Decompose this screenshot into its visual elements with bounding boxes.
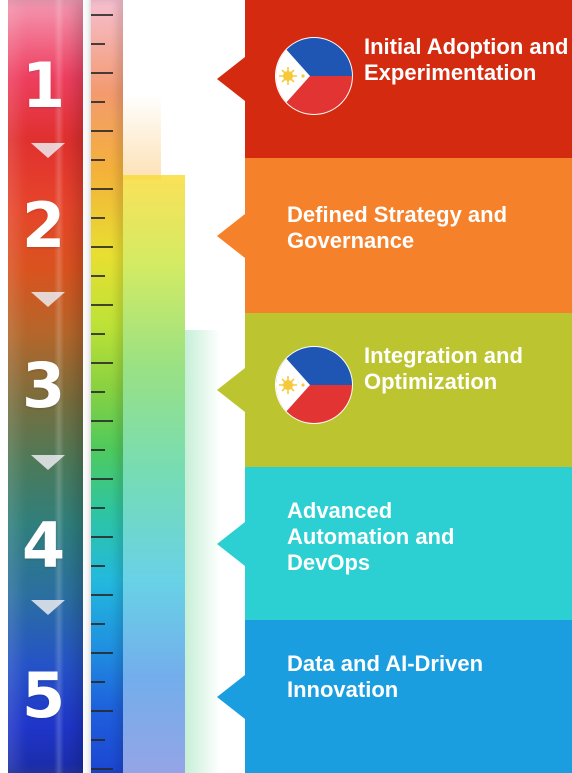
- gauge-tick: [91, 739, 105, 741]
- philippines-flag-icon: [275, 37, 353, 115]
- stage-band-4: Advanced Automation and DevOps: [217, 467, 572, 620]
- thermometer-gauge: 1 2 3 4 5: [0, 0, 240, 773]
- gauge-divider: [83, 0, 91, 773]
- philippines-flag-icon: [275, 346, 353, 424]
- band-pointer: [217, 674, 245, 719]
- level-number-4: 4: [22, 509, 66, 582]
- gauge-tick: [91, 478, 113, 480]
- gauge-tick: [91, 536, 113, 538]
- level-number-5: 5: [22, 659, 66, 732]
- gauge-tick: [91, 507, 105, 509]
- gauge-tick: [91, 304, 113, 306]
- gauge-tick: [91, 449, 105, 451]
- stage-label-2: Defined Strategy and Governance: [287, 202, 508, 253]
- gauge-tick: [91, 594, 113, 596]
- gauge-main-column: [8, 0, 88, 773]
- gauge-tick: [91, 188, 113, 190]
- stage-label-1: Initial Adoption and Experimentation: [364, 34, 569, 85]
- stage-band-5: Data and AI-Driven Innovation: [217, 620, 572, 773]
- gauge-tick: [91, 768, 113, 770]
- stage-label-3: Integration and Optimization: [364, 343, 523, 394]
- gauge-tick: [91, 681, 105, 683]
- band-pointer: [217, 213, 245, 258]
- stage-band-2: Defined Strategy and Governance: [217, 158, 572, 313]
- level-number-3: 3: [22, 349, 66, 422]
- down-arrow-icon: [31, 455, 65, 470]
- down-arrow-icon: [31, 292, 65, 307]
- level-number-1: 1: [22, 49, 66, 122]
- down-arrow-icon: [31, 600, 65, 615]
- band-pointer: [217, 521, 245, 566]
- gauge-tick: [91, 391, 105, 393]
- stage-label-4: Advanced Automation and DevOps: [287, 498, 455, 575]
- gauge-tick: [91, 72, 113, 74]
- gauge-tick: [91, 159, 105, 161]
- gauge-tick: [91, 333, 105, 335]
- gauge-tick: [91, 652, 113, 654]
- gauge-tick: [91, 217, 105, 219]
- gauge-glass-column: [123, 175, 185, 773]
- gauge-tick: [91, 362, 113, 364]
- down-arrow-icon: [31, 143, 65, 158]
- gauge-tick: [91, 14, 113, 16]
- stage-label-5: Data and AI-Driven Innovation: [287, 651, 484, 702]
- gauge-tick: [91, 101, 105, 103]
- gauge-tick: [91, 275, 105, 277]
- band-pointer: [217, 57, 245, 101]
- gauge-tick: [91, 130, 113, 132]
- gauge-tick: [91, 420, 113, 422]
- gauge-tick: [91, 246, 113, 248]
- level-number-2: 2: [22, 189, 66, 262]
- gauge-tick: [91, 710, 113, 712]
- stage-band-3: Integration and Optimization: [217, 313, 572, 467]
- gauge-ticks: [91, 0, 131, 773]
- stage-band-1: Initial Adoption and Experimentation: [217, 0, 572, 158]
- gauge-scale-column: [91, 0, 123, 773]
- band-pointer: [217, 368, 245, 412]
- gauge-tick: [91, 43, 105, 45]
- gauge-glass-top: [123, 95, 161, 180]
- gauge-glass-glow: [185, 330, 220, 773]
- gauge-tick: [91, 623, 105, 625]
- gauge-tick: [91, 565, 105, 567]
